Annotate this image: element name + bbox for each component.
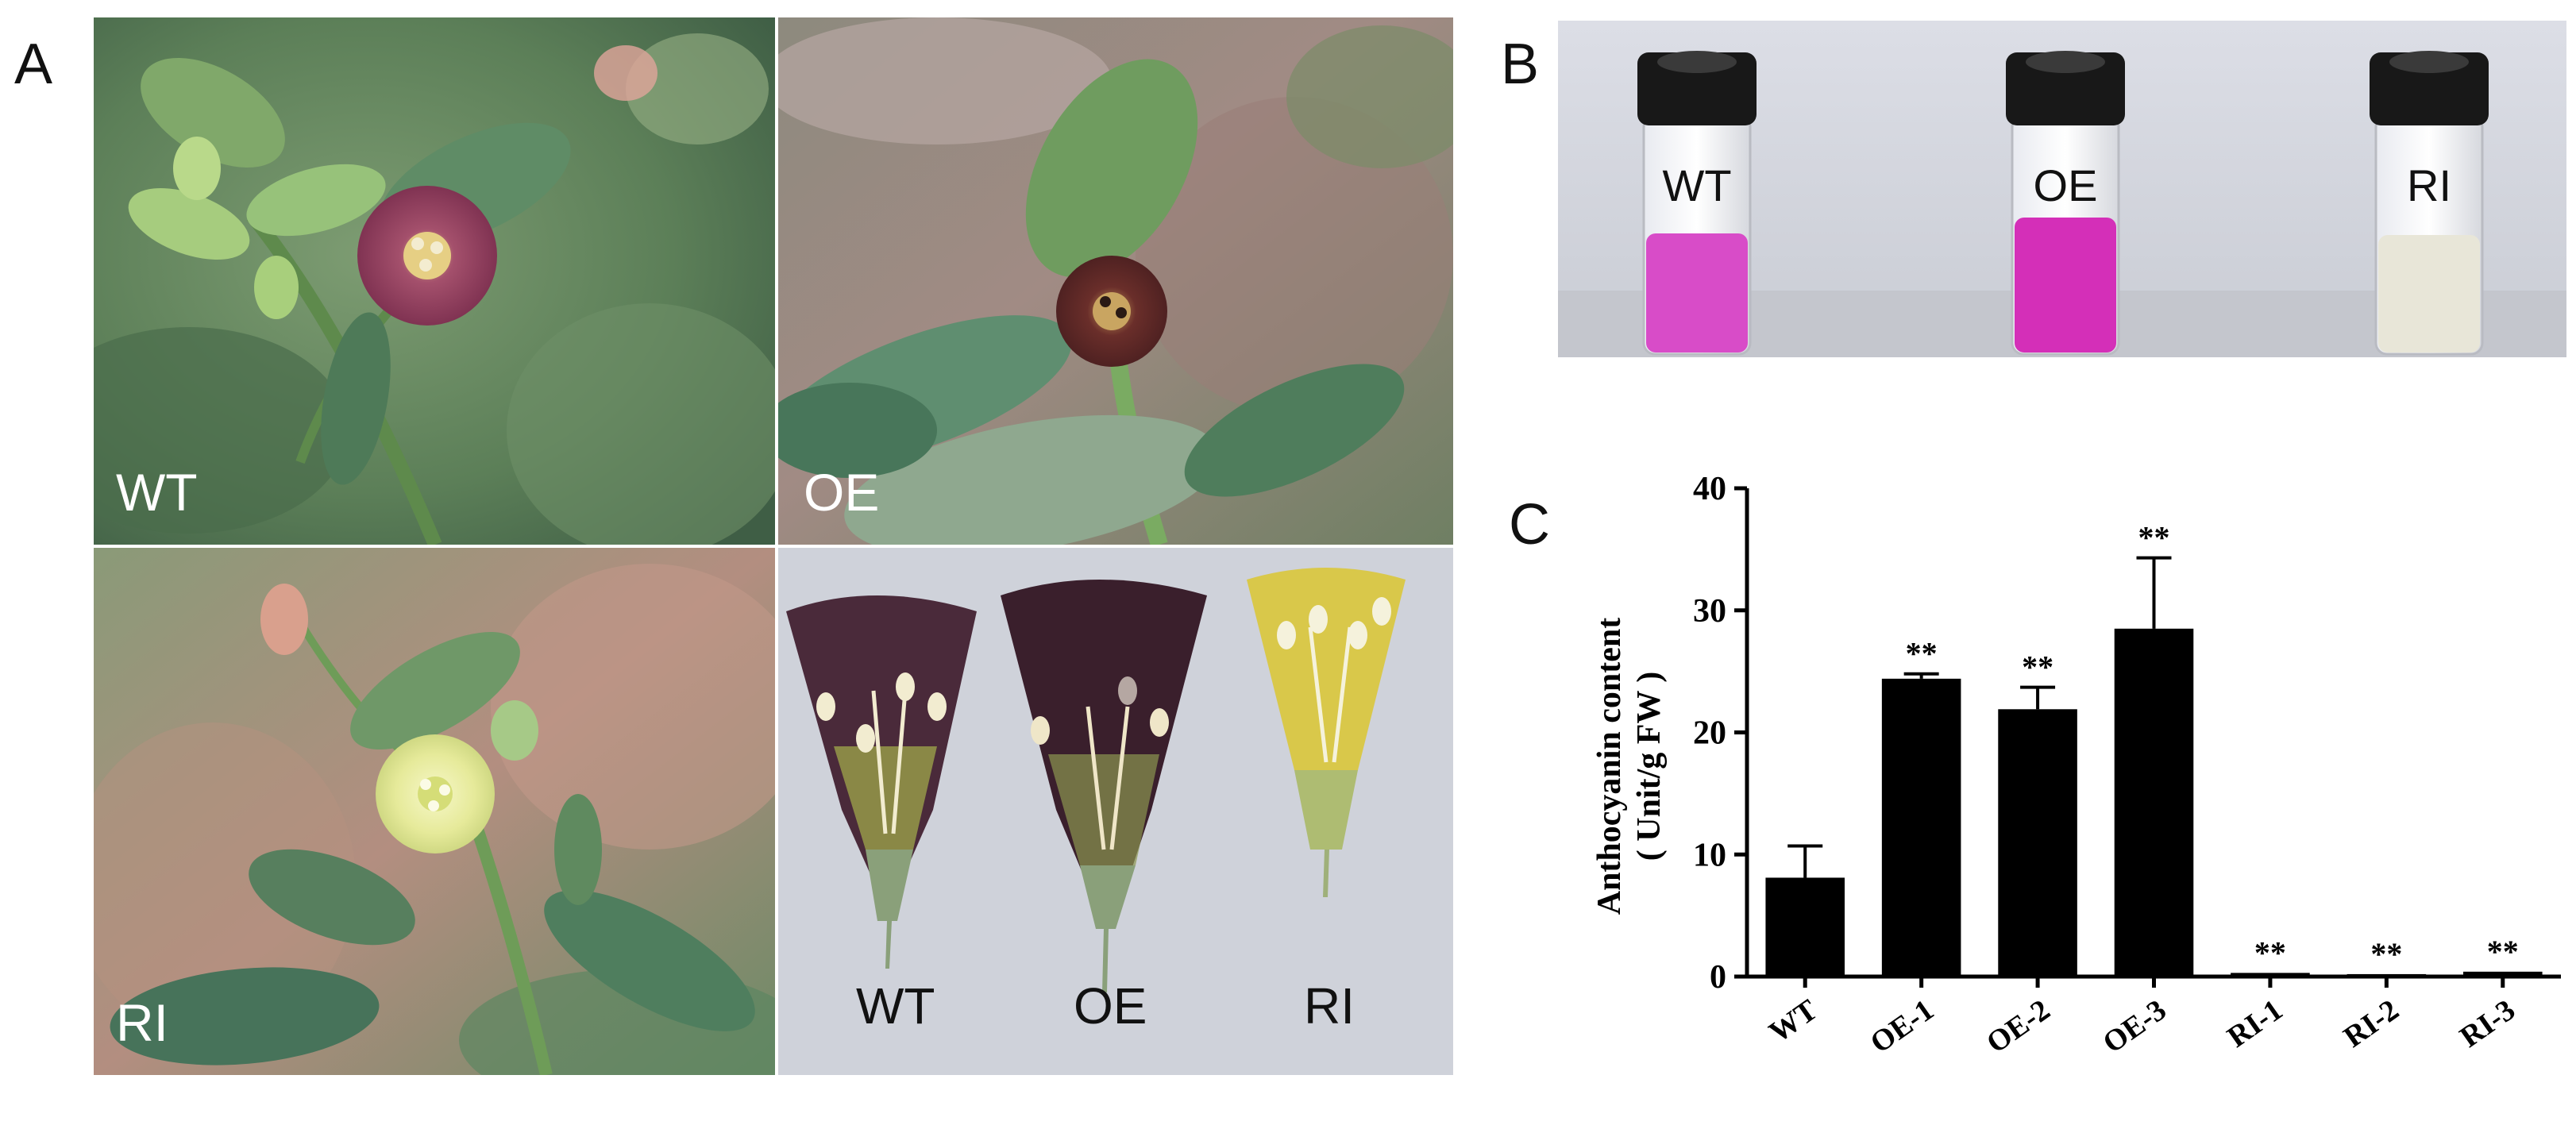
photo-ri-plant: RI [94,548,775,1075]
dissected-label-oe: OE [1074,977,1147,1035]
significance-mark: ** [2487,934,2519,969]
vial-ri [2370,51,2489,356]
wt-plant-image [94,17,775,545]
anthocyanin-bar-chart: 0 10 20 30 40 WT ** OE-1 ** OE-2 ** OE-3 ** RI-1 ** RI… [1591,471,2561,1060]
photo-vials: WT OE RI [1558,21,2566,357]
panel-c-letter: C [1509,493,1550,557]
y-tick-label: 30 [1693,593,1726,630]
photo-label-ri: RI [116,993,168,1052]
significance-mark: ** [2370,936,2402,972]
photo-label-wt: WT [116,463,198,522]
x-tick-label: WT [1763,993,1823,1050]
dissected-label-ri: RI [1304,977,1355,1035]
significance-mark: ** [1906,636,1938,672]
dissected-flower-wt [786,595,977,969]
oe-plant-image [778,17,1453,545]
photo-wt-plant: WT [94,17,775,545]
x-tick-label: RI-1 [2221,993,2289,1054]
y-tick-label: 10 [1693,837,1726,873]
dissected-flower-ri [1247,568,1406,897]
dissected-label-wt: WT [856,977,935,1035]
panel-a-letter: A [14,33,53,96]
vial-label-oe: OE [2033,160,2098,210]
photo-dissected-flowers: WT OE RI [778,548,1453,1075]
bar-oe-3 [2114,628,2194,977]
y-tick-label: 0 [1710,959,1726,996]
dissected-flowers-image [778,548,1453,1075]
y-axis-unit-label: ( Unit/g FW ) [1631,672,1668,861]
x-tick-label: OE-1 [1865,993,1940,1060]
bar-ri-2 [2347,973,2427,977]
significance-mark: ** [2138,520,2170,556]
x-tick-label: RI-2 [2338,993,2405,1054]
vial-label-ri: RI [2407,160,2451,210]
bar-oe-1 [1881,678,1961,977]
photo-oe-plant: OE [778,17,1453,545]
bar-ri-3 [2463,971,2543,977]
x-tick-label: OE-2 [1980,993,2056,1060]
significance-mark: ** [2022,649,2053,685]
vials-image [1558,21,2566,357]
photo-label-oe: OE [804,463,880,522]
y-tick-label: 40 [1693,471,1726,507]
ri-plant-image [94,548,775,1075]
x-tick-label: RI-3 [2454,993,2521,1054]
bar-oe-2 [1998,709,2077,977]
dissected-flower-oe [1001,580,1207,992]
y-axis-label: Anthocyanin content [1591,618,1628,915]
y-tick-label: 20 [1693,715,1726,752]
vial-wt [1637,51,1757,356]
vial-oe [2006,51,2125,356]
significance-mark: ** [2254,934,2286,970]
x-tick-label: OE-3 [2097,993,2173,1060]
chart-bars [1765,556,2543,977]
bar-wt [1765,877,1845,977]
panel-b-letter: B [1501,33,1540,96]
vial-label-wt: WT [1662,160,1732,210]
bar-ri-1 [2231,973,2310,977]
